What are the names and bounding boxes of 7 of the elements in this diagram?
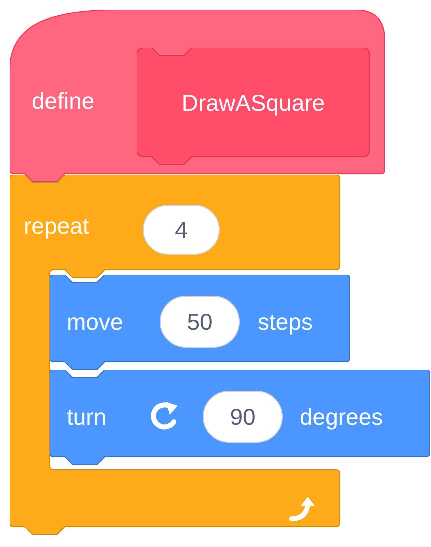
block-label: DrawASquare: [182, 90, 326, 116]
block-label: turn: [67, 404, 107, 430]
block-label: define: [32, 88, 95, 114]
block-label: steps: [258, 309, 313, 335]
block-label: repeat: [24, 213, 90, 239]
block-label: degrees: [300, 404, 384, 430]
block-label: move: [67, 309, 124, 335]
